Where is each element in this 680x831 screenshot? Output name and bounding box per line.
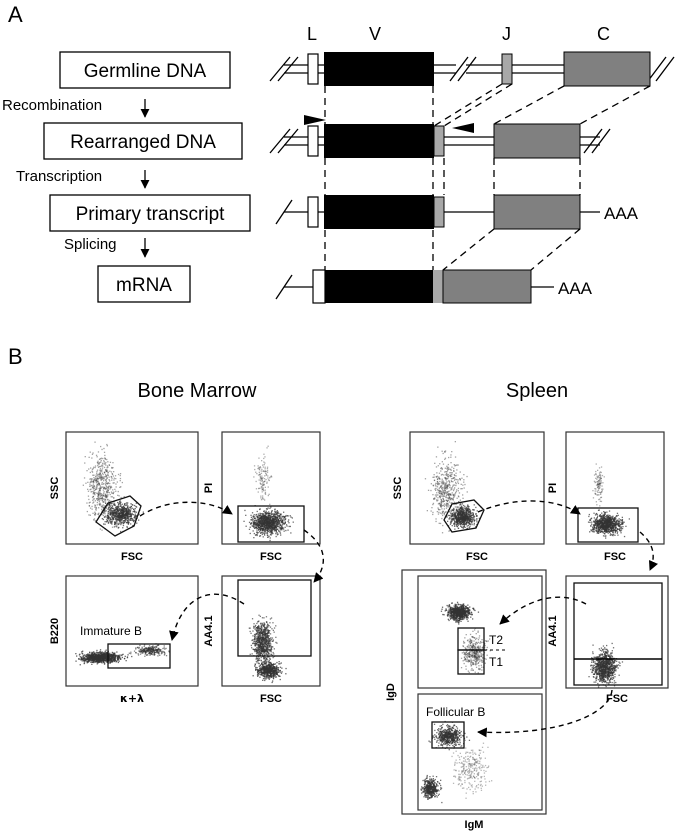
panel-b-label: B [8, 344, 23, 369]
panel-a-label: A [8, 2, 23, 27]
segment-label-l: L [307, 24, 317, 44]
alignment-guides [324, 83, 651, 271]
lymphocyte-gate [443, 499, 485, 533]
x-axis-label: κ+λ [120, 692, 144, 705]
t1-label: T1 [489, 655, 503, 669]
l-segment [307, 53, 319, 85]
polya-tail-label: AAA [604, 204, 639, 223]
step-label-recombination: Recombination [2, 97, 102, 114]
forward-primer-icon [304, 115, 326, 125]
mrna-diagram: AAA [275, 269, 593, 304]
v-segment [324, 195, 434, 229]
bm-pi-fsc-plot: FSC PI [203, 431, 321, 563]
lymphocyte-gate [95, 495, 142, 537]
scatter-dots [587, 463, 630, 539]
c-segment [563, 51, 651, 87]
v-segment [324, 124, 434, 158]
stage-label-rearranged: Rearranged DNA [70, 132, 216, 153]
v-segment [324, 52, 434, 86]
y-axis-label: SSC [392, 477, 404, 500]
y-axis-label: AA4.1 [203, 615, 215, 646]
bm-aa41-fsc-plot: FSC AA4.1 [203, 575, 321, 705]
y-axis-label: SSC [49, 477, 61, 500]
j-segment [433, 196, 445, 228]
step-label-transcription: Transcription [16, 168, 102, 185]
l-segment [312, 269, 326, 304]
sp-aa41-fsc-plot: FSC AA4.1 [547, 575, 669, 705]
bone-marrow-title: Bone Marrow [138, 380, 257, 402]
x-axis-label: FSC [121, 551, 143, 563]
scatter-dots [243, 445, 294, 542]
x-axis-label: FSC [260, 693, 282, 705]
segment-label-v: V [369, 24, 381, 44]
immature-b-label: Immature B [80, 624, 142, 638]
stage-box-rearranged: Rearranged DNA [43, 122, 243, 160]
scatter-dots [82, 441, 144, 533]
y-axis-label: PI [547, 483, 559, 493]
v-segment [325, 270, 433, 303]
polya-tail-label: AAA [558, 279, 593, 298]
sp-ssc-fsc-plot: FSC SSC [392, 431, 545, 563]
follicular-b-label: Follicular B [426, 705, 485, 719]
follicular-b-gate [431, 721, 465, 749]
j-segment [501, 53, 513, 85]
scatter-dots [440, 601, 491, 674]
live-cell-gate [577, 507, 639, 543]
germline-dna-diagram [269, 51, 675, 87]
j-segment [433, 125, 445, 157]
c-segment [493, 123, 581, 159]
live-cell-gate [237, 505, 305, 543]
t2-label: T2 [489, 633, 503, 647]
primary-transcript-diagram: AAA [275, 194, 639, 230]
sp-igd-igm-transitional-plot: T2 T1 [417, 575, 543, 689]
aa41-gate [237, 579, 312, 657]
step-label-splicing: Splicing [64, 236, 117, 253]
y-axis-label: PI [203, 483, 215, 493]
t1-gate [457, 649, 485, 675]
rearranged-dna-diagram [269, 115, 611, 159]
aa41-gate [573, 582, 663, 686]
stage-label-primary: Primary transcript [76, 204, 226, 225]
gating-arrow [477, 500, 581, 515]
scatter-dots [420, 720, 493, 804]
segment-label-j: J [502, 24, 511, 44]
y-axis-label-igd: IgD [385, 683, 397, 701]
x-axis-label: FSC [604, 551, 626, 563]
gating-arrow [169, 593, 245, 641]
stage-box-primary: Primary transcript [49, 194, 251, 232]
c-segment [493, 194, 581, 230]
reverse-primer-icon [452, 123, 474, 133]
c-segment [442, 269, 532, 304]
gating-arrow [639, 531, 658, 571]
scatter-dots [424, 441, 482, 534]
j-segment [433, 270, 443, 303]
gating-arrow [139, 501, 233, 517]
stage-box-mrna: mRNA [97, 265, 191, 303]
stage-label-mrna: mRNA [116, 275, 172, 296]
bm-ssc-fsc-plot: FSC SSC [49, 431, 199, 563]
l-segment [307, 125, 319, 157]
y-axis-label: AA4.1 [547, 615, 559, 646]
l-segment [307, 196, 319, 228]
stage-box-germline: Germline DNA [59, 51, 231, 89]
sp-igd-igm-follicular-plot: Follicular B [417, 693, 543, 811]
x-axis-label: FSC [260, 551, 282, 563]
y-axis-label: B220 [49, 618, 61, 644]
bm-b220-kl-plot: Immature B κ+λ B220 [49, 575, 199, 705]
scatter-dots [248, 614, 287, 684]
x-axis-label: FSC [606, 693, 628, 705]
sp-pi-fsc-plot: FSC PI [547, 431, 665, 563]
segment-label-c: C [597, 24, 610, 44]
immature-b-gate [107, 643, 171, 669]
spleen-title: Spleen [506, 380, 568, 402]
stage-label-germline: Germline DNA [84, 61, 207, 82]
x-axis-label: FSC [466, 551, 488, 563]
gating-arrow [499, 596, 587, 625]
x-axis-label-igm: IgM [465, 819, 484, 831]
gating-arrow [303, 529, 325, 583]
